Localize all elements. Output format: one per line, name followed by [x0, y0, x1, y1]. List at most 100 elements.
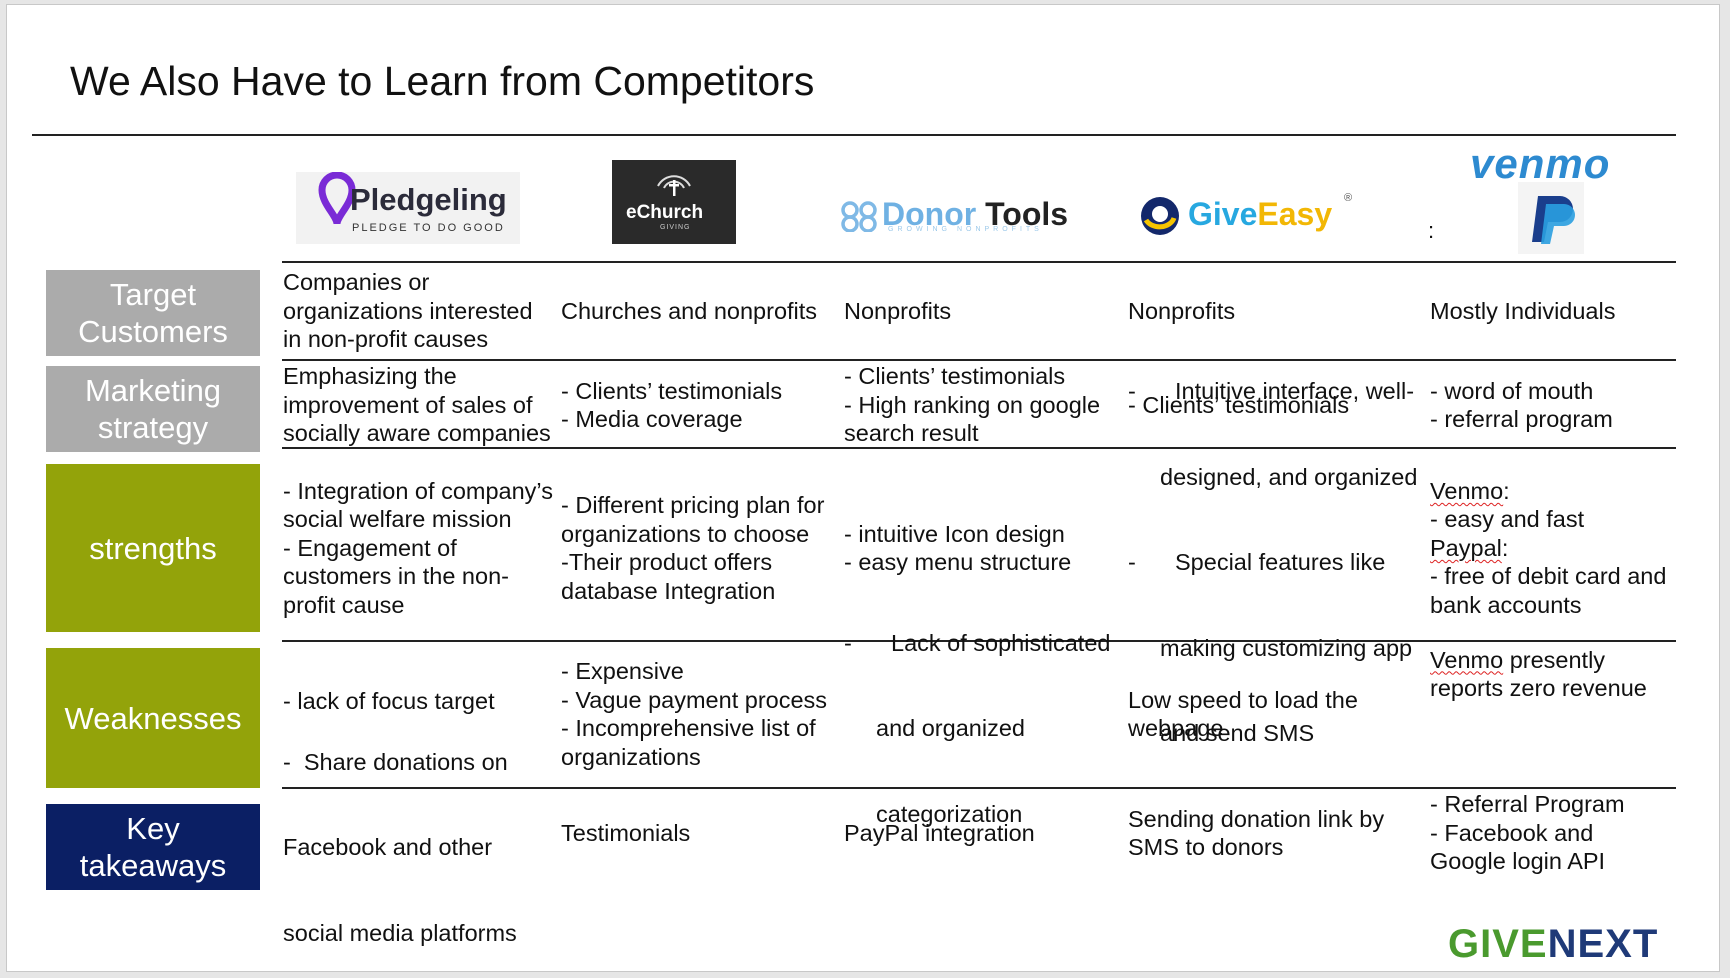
- target-venmo: Mostly Individuals: [1430, 266, 1676, 356]
- cell-line: Low speed to load the: [1128, 686, 1358, 713]
- cell-line: - Clients’ testimonials: [561, 377, 783, 404]
- donortools-rings-icon: [841, 201, 877, 232]
- donortools-logo: Donor Tools GROWING NONPROFITS: [840, 196, 1080, 236]
- row-label-marketing-strategy: Marketing strategy: [46, 366, 260, 452]
- pledgeling-tagline: PLEDGE TO DO GOOD: [352, 222, 505, 234]
- takeaways-venmo: - Referral Program - Facebook and Google…: [1430, 790, 1676, 876]
- cell-line: Venmo:: [1430, 477, 1510, 504]
- cell-line: Emphasizing the: [283, 363, 457, 390]
- cell-line: PayPal integration: [844, 819, 1035, 846]
- cell-line: Google login API: [1430, 848, 1606, 875]
- cell-line: - Share donations on: [283, 748, 508, 775]
- cell-line: social welfare mission: [283, 506, 512, 533]
- marketing-pledgeling: Emphasizing the improvement of sales of …: [283, 362, 563, 448]
- cell-line: Sending donation link by: [1128, 805, 1385, 832]
- takeaways-echurch: Testimonials: [561, 790, 843, 876]
- row-label-target-customers: Target Customers: [46, 270, 260, 356]
- cell-line: - Engagement of: [283, 534, 457, 561]
- echurch-name: eChurch: [626, 202, 704, 223]
- cell-line: in non-profit causes: [283, 326, 489, 353]
- cell-line: - Vague payment process: [561, 686, 828, 713]
- cell-line: - High ranking on google: [844, 391, 1101, 418]
- row-divider: [282, 447, 1676, 449]
- cell-line: profit cause: [283, 591, 405, 618]
- cell-line: organizations interested: [283, 297, 533, 324]
- strengths-venmo: Venmo: - easy and fast Paypal: - free of…: [1430, 460, 1680, 636]
- cell-line: - word of mouth: [1430, 377, 1594, 404]
- venmo-colon: :: [1428, 218, 1435, 243]
- target-pledgeling: Companies or organizations interested in…: [283, 266, 563, 356]
- row-label-key-takeaways: Key takeaways: [46, 804, 260, 890]
- row-label-text: Target Customers: [78, 277, 228, 349]
- cell-line: Companies or: [283, 269, 430, 296]
- cell-line: and organized: [876, 715, 1025, 741]
- row-divider: [282, 787, 1676, 789]
- cell-line: - Clients’ testimonials: [844, 363, 1066, 390]
- row-label-text: Key takeaways: [79, 811, 227, 883]
- cell-line: customers in the non-: [283, 563, 509, 590]
- cell-line: -Their product offers: [561, 549, 773, 575]
- cell-line: - Incomprehensive list of: [561, 715, 816, 741]
- givenext-logo: GIVENEXT: [1448, 922, 1658, 967]
- venmo-logo: venmo: [1470, 140, 1611, 187]
- giveeasy-swirl-icon: [1141, 197, 1179, 235]
- echurch-signal-cross-icon: [657, 175, 691, 196]
- cell-line: Testimonials: [561, 819, 691, 846]
- venmo-rest: presently: [1503, 646, 1606, 673]
- venmo-label: Venmo: [1430, 477, 1504, 504]
- echurch-logo: eChurch GIVING: [612, 160, 736, 244]
- cell-line: designed, and organized: [1160, 463, 1418, 490]
- cell-line: - Referral Program: [1430, 791, 1625, 818]
- paypal-logo: [1518, 182, 1584, 254]
- title-divider: [32, 134, 1676, 136]
- marketing-echurch: - Clients’ testimonials - Media coverage: [561, 362, 843, 448]
- cell-line: - Lack of sophisticated: [844, 629, 1111, 656]
- cell-line: organizations to choose: [561, 520, 810, 547]
- givenext-part1: GIV: [1448, 922, 1520, 966]
- strengths-giveeasy: - Intuitive interface, well- designed, a…: [1128, 378, 1428, 746]
- takeaways-giveeasy: Sending donation link by SMS to donors: [1128, 790, 1424, 876]
- row-label-strengths: strengths: [46, 464, 260, 632]
- donortools-name: Donor Tools: [882, 196, 1069, 232]
- cell-line: bank accounts: [1430, 591, 1582, 618]
- takeaways-donortools: PayPal integration: [844, 790, 1124, 876]
- cell-line: - easy and fast: [1430, 506, 1585, 533]
- row-label-text: strengths: [89, 530, 217, 566]
- row-label-text: Marketing strategy: [84, 373, 222, 445]
- cell-line: search result: [844, 420, 979, 447]
- cell-line: - Integration of company’s: [283, 477, 553, 504]
- cell-line: Paypal:: [1430, 534, 1509, 561]
- paypal-p-icon: [1532, 196, 1575, 244]
- donortools-tagline: GROWING NONPROFITS: [888, 226, 1043, 233]
- marketing-donortools: - Clients’ testimonials - High ranking o…: [844, 362, 1124, 448]
- cell-line: Churches and nonprofits: [561, 297, 818, 324]
- cell-line: Facebook and other: [283, 834, 493, 860]
- cell-line: Mostly Individuals: [1430, 297, 1616, 324]
- cell-line: - Different pricing plan for: [561, 492, 825, 518]
- cell-line: - Intuitive interface, well-: [1128, 378, 1415, 404]
- cell-line: - intuitive Icon design: [844, 520, 1065, 547]
- row-label-weaknesses: Weaknesses: [46, 648, 260, 788]
- cell-line: - Facebook and: [1430, 819, 1594, 846]
- target-giveeasy: Nonprofits: [1128, 266, 1424, 356]
- weaknesses-echurch: - Expensive - Vague payment process - In…: [561, 644, 843, 784]
- cell-line: organizations: [561, 743, 701, 770]
- cell-line: - referral program: [1430, 406, 1613, 432]
- slide: [6, 4, 1720, 972]
- paypal-label: Paypal: [1430, 534, 1502, 561]
- cell-line: - free of debit card and: [1430, 563, 1667, 590]
- cell-line: - easy menu structure: [844, 549, 1072, 575]
- strengths-donortools: - intuitive Icon design - easy menu stru…: [844, 460, 1124, 636]
- giveeasy-name: GiveEasy: [1188, 196, 1333, 232]
- marketing-venmo: - word of mouth - referral program: [1430, 362, 1676, 448]
- weaknesses-giveeasy: Low speed to load the webpage: [1128, 644, 1424, 784]
- givenext-part3: NEXT: [1547, 922, 1659, 966]
- target-donortools: Nonprofits: [844, 266, 1124, 356]
- takeaways-pledgeling: - Share donations on Facebook and other …: [283, 749, 563, 946]
- cell-line: database Integration: [561, 577, 776, 604]
- cell-line: social media platforms: [283, 919, 517, 946]
- weaknesses-pledgeling: - lack of focus target: [283, 644, 563, 758]
- row-label-text: Weaknesses: [64, 700, 242, 736]
- cell-line: - Media coverage: [561, 406, 743, 432]
- target-echurch: Churches and nonprofits: [561, 266, 843, 356]
